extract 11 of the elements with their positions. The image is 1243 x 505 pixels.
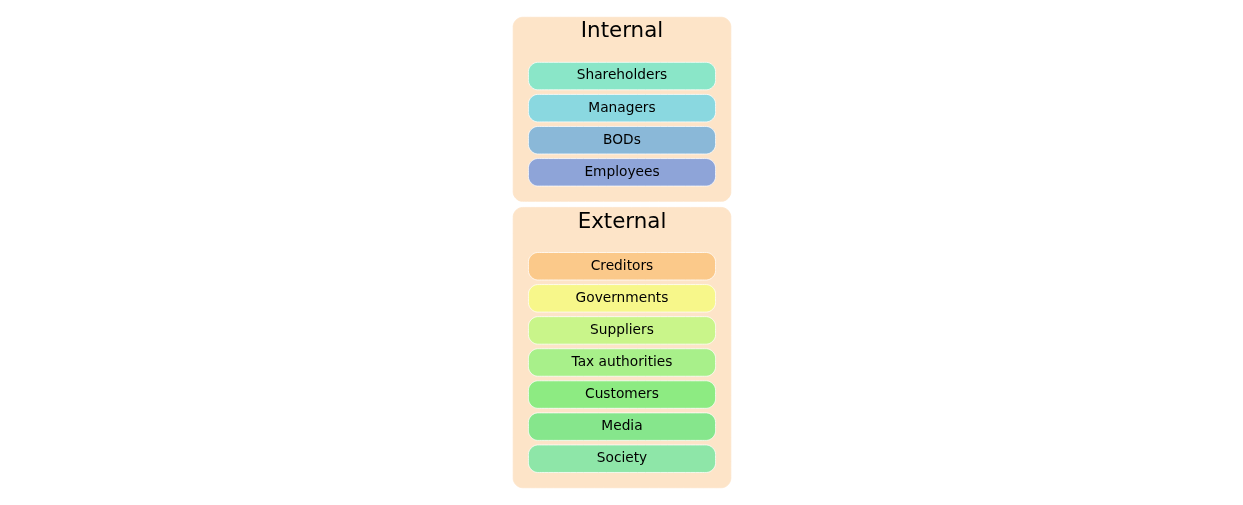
node-box: Employees [527,158,716,187]
node-box: Governments [527,284,716,313]
node-box: Media [527,412,716,441]
node-box: Society [527,444,716,473]
node-box: Managers [527,94,716,123]
node-box: Customers [527,380,716,409]
node-box: Tax authorities [527,348,716,377]
node-box: Suppliers [527,316,716,345]
node-box: Creditors [527,252,716,281]
node-box: BODs [527,126,716,155]
node-box: Shareholders [527,61,716,91]
